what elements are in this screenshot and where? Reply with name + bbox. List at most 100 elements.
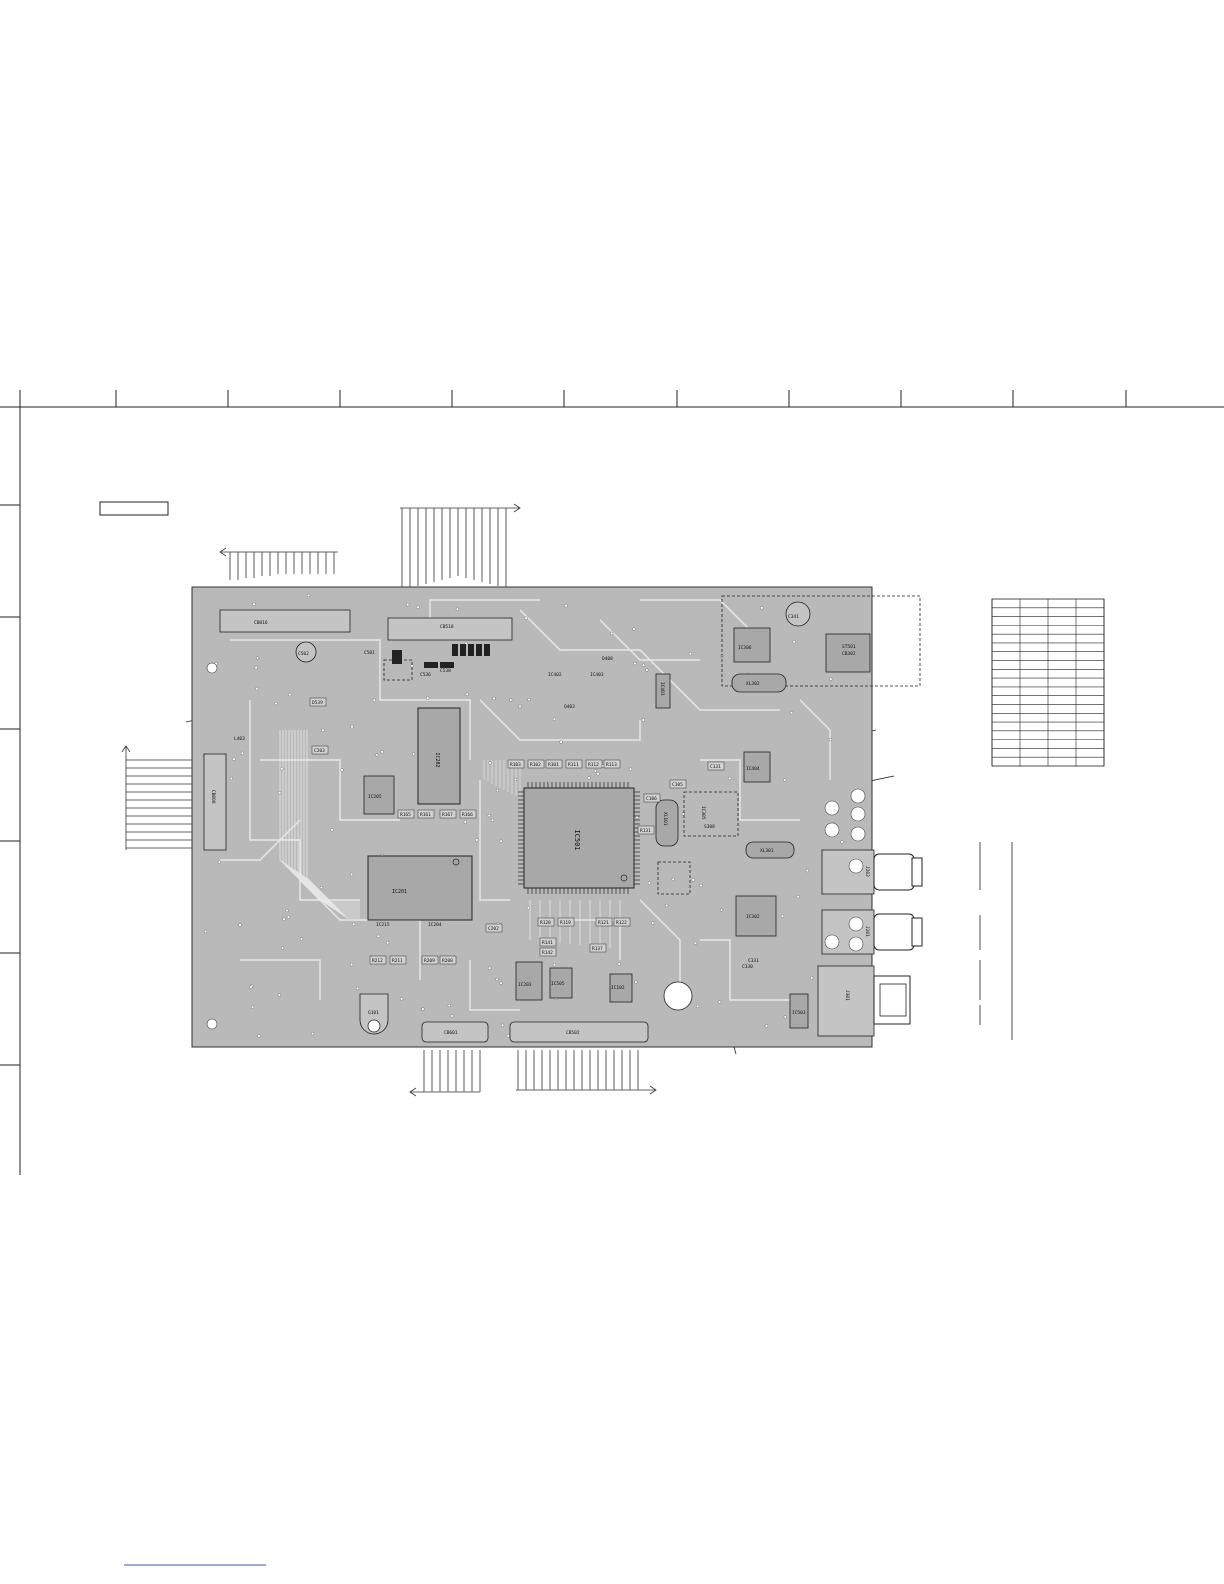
shield-area-top-right [721, 595, 921, 687]
cb008-label: CB008 [210, 790, 216, 804]
xl-101 [655, 799, 679, 847]
part-label-c-106: C106 [646, 796, 657, 802]
connector-cb601 [421, 1021, 489, 1043]
xl-302-label: XL302 [746, 681, 760, 687]
ic-401-label: IC401 [659, 682, 665, 696]
ic-404 [743, 751, 771, 783]
part-label-r-209: R209 [424, 958, 435, 964]
c502-label: C502 [298, 651, 309, 657]
part-label-r-142: R142 [542, 950, 553, 956]
grid-frame [0, 390, 1224, 1175]
part-label-r-161: R161 [420, 812, 431, 818]
ic-205 [363, 775, 395, 815]
part-label-r-119: R119 [560, 920, 571, 926]
q-403-label: Q403 [564, 704, 575, 710]
svg-text:J301: J301 [844, 990, 850, 1001]
ic-102 [609, 973, 633, 1003]
l403-label: L403 [234, 736, 245, 742]
connector-cb016 [219, 609, 351, 633]
ic-204-label: IC204 [428, 922, 442, 928]
part-label-r-166: R166 [462, 812, 473, 818]
cb016-label: CB016 [254, 620, 268, 626]
part-label-r-141: R141 [542, 940, 553, 946]
wire-bundle-bottom-left [409, 1050, 481, 1097]
ic-505-label: IC505 [551, 981, 565, 987]
st-501-label: ST501 [842, 644, 856, 650]
svg-text:J202: J202 [864, 866, 870, 877]
ic-205-label: IC205 [368, 794, 382, 800]
c501-label: C501 [364, 650, 375, 656]
wire-bundle-left [121, 745, 192, 850]
mount-hole-tl [206, 662, 218, 674]
part-label-r-131: R131 [640, 828, 651, 834]
xl-301-label: XL301 [760, 848, 774, 854]
c-341-label: C341 [788, 614, 799, 620]
ic-404-label: IC404 [746, 766, 760, 772]
part-label-r-111: R111 [568, 762, 579, 768]
wire-bundle-bottom-mid [516, 1050, 657, 1095]
ic-503-label: IC503 [792, 1010, 806, 1016]
reference-table [991, 598, 1105, 767]
d-408-label: D408 [602, 656, 613, 662]
connector-cb518-pins [392, 644, 490, 668]
ic-202-label: IC202 [434, 752, 440, 767]
pcb-board: IC501 IC202 IC201 IC205 IC215 IC204 IC20… [191, 586, 923, 1048]
part-label-d-539: D539 [312, 700, 323, 706]
jack-j202: J202 [821, 849, 923, 895]
shield-area-small [657, 861, 691, 895]
cb601-label: CB601 [444, 1030, 458, 1036]
part-label-r-122: R122 [616, 920, 627, 926]
part-label-c-203: C203 [314, 748, 325, 754]
wire-bundle-top-mid [400, 503, 521, 588]
ic-main-pins [518, 782, 640, 894]
part-label-c-131: C131 [710, 764, 721, 770]
c-331-label: C331 [748, 958, 759, 964]
mount-pads-right [824, 788, 866, 952]
wire-bundle-top-left [219, 547, 338, 580]
jack-j201: J201 [821, 909, 923, 955]
ic-302-label: IC302 [746, 914, 760, 920]
ic-306-label: IC306 [738, 645, 752, 651]
ic-203-label: IC203 [518, 982, 532, 988]
ic-201-label: IC201 [392, 889, 407, 895]
ic-505 [549, 967, 573, 999]
part-label-r-137: R137 [592, 946, 603, 952]
ic-203 [515, 961, 543, 1001]
ic-215-label: IC215 [376, 922, 390, 928]
ic-403-label: IC403 [590, 672, 604, 678]
part-label-r-103: R103 [510, 762, 521, 768]
part-label-c-202: C202 [488, 926, 499, 932]
g101-regulator [359, 993, 389, 1035]
side-reference-lines [979, 842, 1013, 1040]
jack-j301: J301 [817, 965, 911, 1037]
connector-cb008 [203, 753, 227, 851]
part-label-r-167: R167 [442, 812, 453, 818]
cb502-label: CB502 [566, 1030, 580, 1036]
ic-402-label: IC402 [548, 672, 562, 678]
ic-306 [733, 627, 771, 663]
cb518-label: CB518 [440, 624, 454, 630]
g101-label: G101 [368, 1010, 379, 1016]
part-label-r-208: R208 [442, 958, 453, 964]
ic-201 [367, 855, 473, 921]
cb-302 [825, 633, 871, 673]
ic-202 [417, 707, 461, 805]
c-330-label: C330 [742, 964, 753, 970]
ic-305-label: IC305 [700, 806, 706, 820]
part-label-r-212: R212 [372, 958, 383, 964]
part-label-r-165: R165 [400, 812, 411, 818]
title-box [99, 501, 169, 516]
ic-main [523, 787, 635, 889]
ic-302 [735, 895, 777, 937]
part-label-r-120: R120 [540, 920, 551, 926]
xl-302 [731, 673, 787, 693]
shield-area-left [383, 659, 413, 681]
ic-main-label: IC501 [573, 829, 581, 850]
s-308-label: S308 [704, 824, 715, 830]
part-label-r-101: R101 [548, 762, 559, 768]
part-label-r-121: R121 [598, 920, 609, 926]
big-electrolytic [663, 981, 693, 1011]
cb-302-label: CB302 [842, 651, 856, 657]
